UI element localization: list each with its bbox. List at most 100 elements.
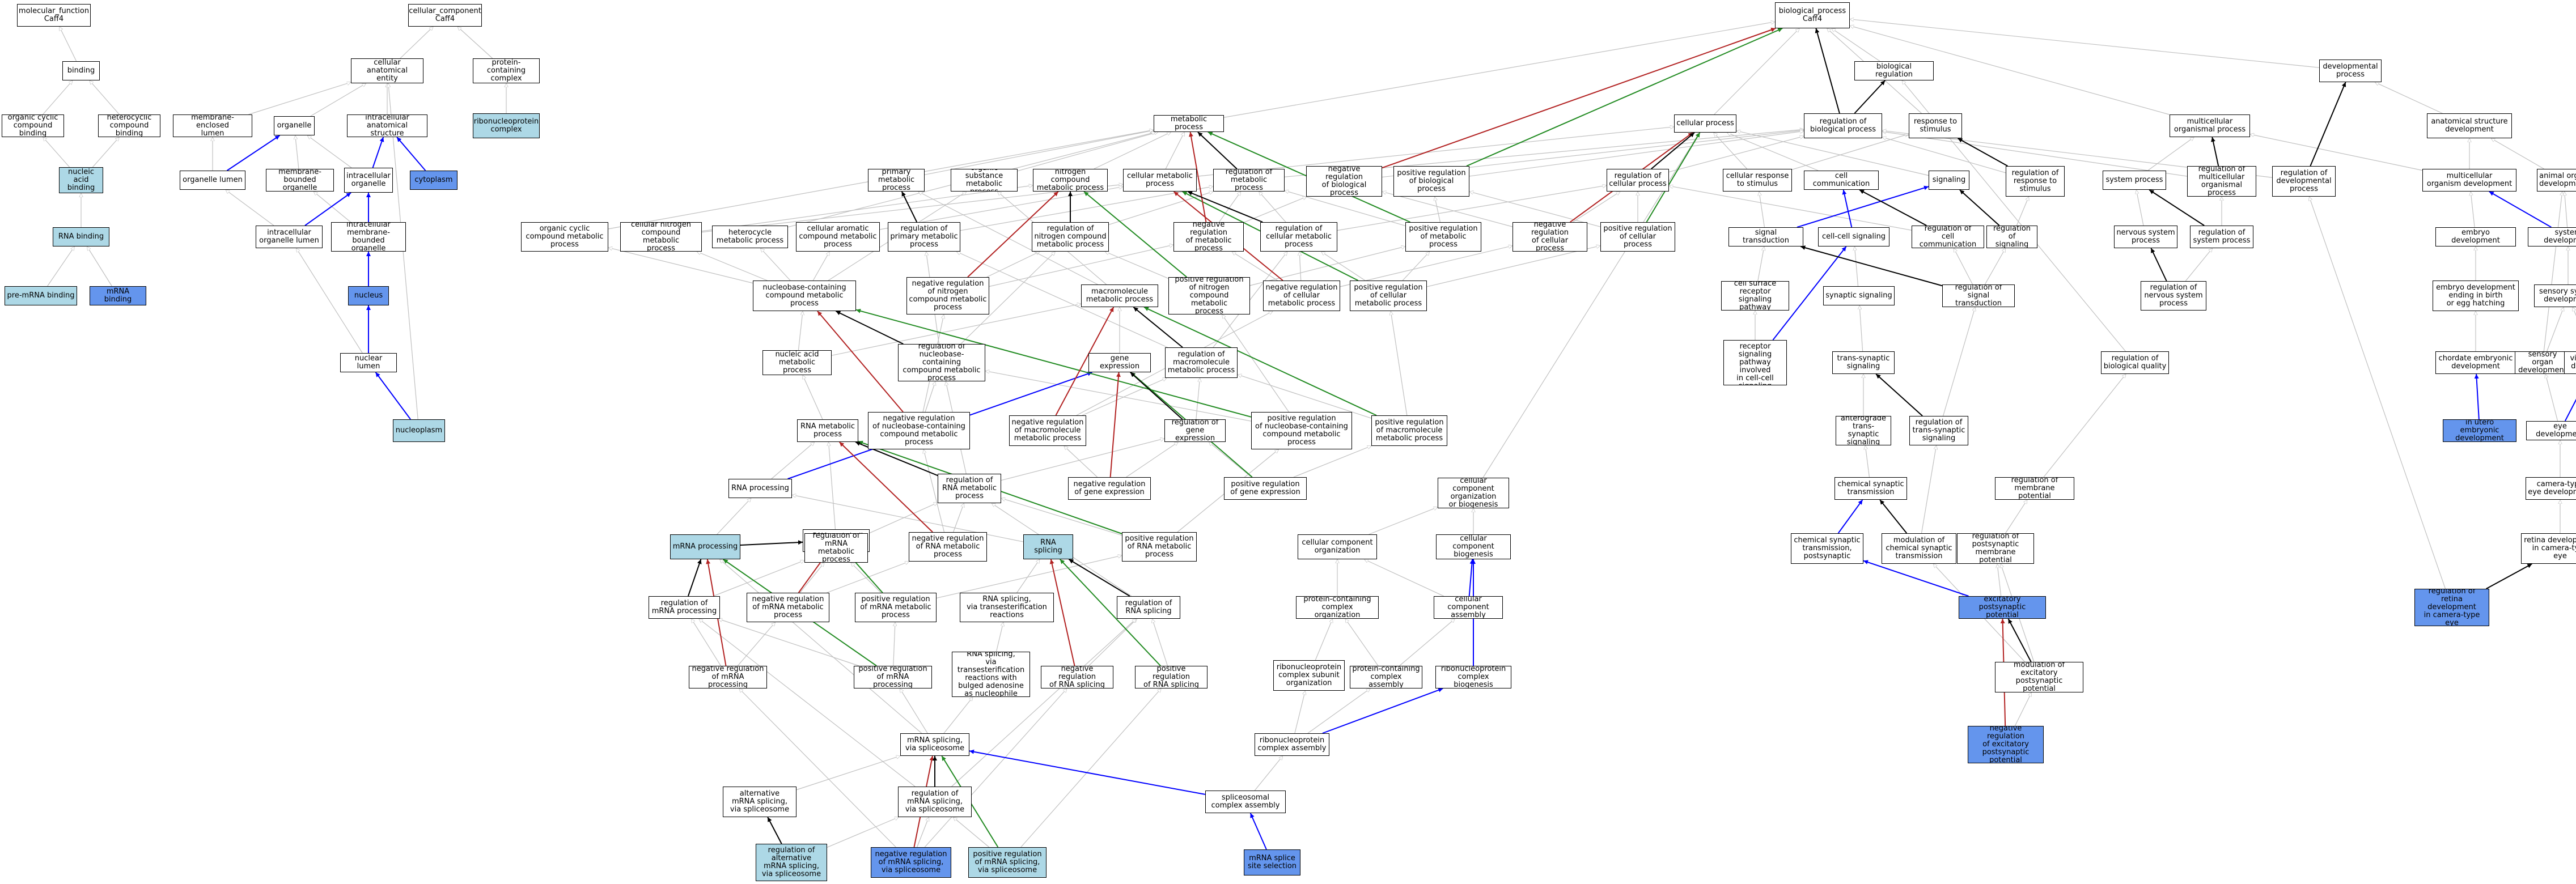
relation-edge [1345,619,1379,666]
relation-edge [400,27,433,59]
relation-edge [1082,378,1167,416]
go-term-label: cellular response to stimulus [1726,172,1789,188]
go-term-node: negative regulation of excitatory postsy… [1968,726,2044,763]
go-term-node: negative regulation of cellular process [1512,222,1587,252]
go-term-label: camera-type eye development [2528,480,2576,496]
relation-edge [829,442,836,530]
go-term-node: regulation of biological process [1804,113,1882,138]
go-term-node: signaling [1929,171,1969,190]
go-term-label: developmental process [2323,62,2378,79]
relation-edge [1068,559,1130,597]
go-term-node: regulation of mRNA processing [649,596,720,619]
relation-edge [43,80,73,115]
relation-edge [951,619,1136,787]
relation-edge [1382,192,1513,227]
go-term-label: ribonucleoprotein complex assembly [1257,736,1327,753]
go-term-node: system process [2103,171,2166,190]
go-term-node: visual system development [2564,351,2576,374]
go-term-node: regulation of nervous system process [2141,281,2206,311]
go-term-label: modulation of excitatory postsynaptic po… [2013,662,2065,692]
go-term-node: positive regulation of nitrogen compound… [1168,277,1250,314]
go-term-node: cellular aromatic compound metabolic pro… [796,222,880,252]
go-term-node: cellular nitrogen compound metabolic pro… [620,222,702,252]
relation-edge [1064,446,1098,478]
go-term-label: regulation of primary metabolic process [890,224,958,249]
go-term-node: regulation of membrane potential [1995,477,2074,500]
relation-edge [989,245,1173,287]
go-term-node: multicellular organismal process [2170,114,2250,137]
relation-edge [1943,307,1975,416]
relation-edge [1854,246,1859,287]
go-term-label: regulation of metabolic process [1225,169,1273,192]
relation-edge [960,252,1056,345]
relation-edge [2565,192,2568,228]
relation-edge [2016,197,2028,226]
relation-edge [1854,80,1886,114]
go-term-label: positive regulation of mRNA metabolic pr… [860,595,931,619]
go-term-node: negative regulation of mRNA processing [689,666,767,688]
go-term-node: mRNA splicing, via spliceosome [900,733,969,756]
relation-edge [1382,27,1776,169]
relation-edge [803,375,823,420]
go-term-label: regulation of nervous system process [2144,283,2203,308]
relation-edge [1669,186,1912,231]
go-term-node: positive regulation of RNA metabolic pro… [1122,532,1197,562]
go-term-label: molecular_function Caff4 [18,7,90,23]
relation-edge [2545,374,2558,422]
go-term-label: negative regulation of excitatory postsy… [1982,726,2030,763]
go-term-node: nucleoplasm [393,419,445,442]
go-term-label: synaptic signaling [1825,291,1892,300]
relation-edge [917,817,929,848]
go-term-label: nuclear lumen [354,354,383,371]
relation-edge [985,371,1252,422]
relation-edge [1001,498,1122,536]
relation-edge [2005,500,2028,534]
relation-edge [1105,252,1169,279]
go-term-label: regulation of mRNA metabolic process [812,533,860,563]
go-term-label: positive regulation of nucleobase-contai… [1255,414,1348,447]
go-term-label: modulation of chemical synaptic transmis… [1886,536,1952,560]
go-term-label: negative regulation of gene expression [1073,480,1146,496]
go-term-label: cell surface receptor signaling pathway [1734,281,1777,311]
go-term-label: nervous system process [2116,228,2175,245]
go-term-node: regulation of multicellular organismal p… [2187,166,2256,197]
relation-edge [1293,446,1371,478]
relation-edge [1222,314,1289,413]
go-term-label: regulation of mRNA processing [651,599,717,615]
relation-edge [1468,559,1475,597]
go-term-label: binding [67,66,95,75]
go-term-label: system development [2544,228,2576,245]
relation-edge [960,186,1213,231]
relation-edge [396,137,426,171]
go-term-label: regulation of nucleobase-containing comp… [903,344,981,381]
go-term-node: cellular component biogenesis [1436,534,1511,559]
go-term-node: mRNA splice site selection [1244,849,1300,876]
go-term-node: positive regulation of mRNA splicing, vi… [968,847,1046,878]
relation-edge [2014,692,2032,726]
relation-edge [2211,137,2219,167]
go-term-node: regulation of primary metabolic process [888,222,960,252]
go-term-node: regulation of developmental process [2272,166,2336,197]
relation-edge [1800,245,1943,287]
go-term-node: regulation of retina development in came… [2414,589,2489,626]
go-term-label: chemical synaptic transmission, postsyna… [1794,536,1861,560]
relation-edge [248,82,351,115]
go-term-node: heterocycle metabolic process [712,226,788,248]
go-term-label: visual system development [2570,354,2576,371]
relation-edge [1223,22,1775,118]
relation-edge [798,311,803,351]
relation-edge [867,503,938,534]
relation-edge [1165,132,1185,169]
relation-edge [375,372,411,420]
go-term-label: cellular component organization [1302,538,1373,555]
relation-edge [1321,251,1366,281]
go-term-node: nucleic acid binding [59,167,103,193]
go-term-node: chordate embryonic development [2435,351,2516,374]
go-term-node: cellular_component Caff4 [408,4,482,27]
relation-edge [226,189,274,226]
relation-edge [796,756,900,790]
go-term-label: cell communication [1812,172,1870,188]
relation-edge [2375,82,2443,114]
go-term-label: mRNA binding [104,287,132,304]
relation-edge [1714,133,1748,169]
